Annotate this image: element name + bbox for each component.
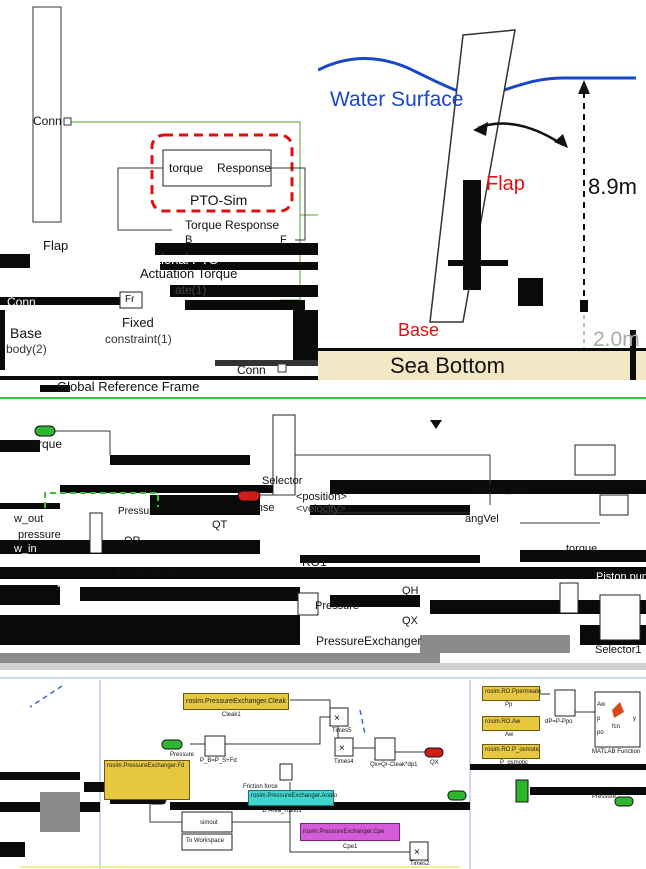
cpe-param-block: rosim.PressureExchanger.Cpe	[300, 823, 400, 841]
simout-label: simout	[200, 820, 218, 826]
oswec-drawing	[318, 29, 646, 380]
pressure-block-label: Pressure	[315, 600, 360, 612]
angvel-label: angVel	[465, 513, 499, 525]
fcn-input-po: po	[597, 730, 604, 736]
pressure-mid-label: Pressure	[118, 506, 159, 517]
times2-label: Times2	[410, 861, 430, 867]
base-block-label: Base	[10, 325, 42, 341]
check-valve-label: Valve	[55, 578, 82, 590]
water-surface-label: Water Surface	[330, 88, 464, 111]
ro1-label: RO1	[302, 555, 327, 569]
hydraulic-pto-panel: torque Selector <position> <velocity> Re…	[0, 395, 646, 670]
to-workspace-label: To Workspace	[186, 838, 224, 844]
posmotic-label: P_osmotic	[500, 760, 529, 766]
conn-label-top: Conn	[33, 114, 62, 128]
fd-param-block: rosim.PressureExchanger.Fd	[104, 760, 190, 800]
volflow-abs-label: volFlow_Abs	[468, 483, 531, 495]
sum-expr-label: P_B=P_S+Fd	[200, 758, 237, 764]
selector-top-label: Selector	[262, 475, 303, 487]
aw-param-block: rosim.RO.Aw	[482, 716, 540, 731]
pto-input-label: torque	[169, 161, 204, 175]
torque-response-label: Torque Response	[185, 218, 280, 232]
constraint-label: constraint(1)	[105, 332, 172, 346]
svg-text:×: ×	[414, 847, 420, 858]
pto-sim-label: PTO-Sim	[190, 192, 248, 208]
aw-label: Aw	[505, 732, 514, 738]
ppermeate-param-block: rosim.RO.Ppermeate	[482, 686, 541, 701]
actuation-torque-label: Actuation Torque	[140, 266, 238, 281]
times5-label: Times5	[332, 728, 352, 734]
hydraulic-wiring	[0, 397, 646, 670]
fixed-label: Fixed	[122, 315, 154, 330]
aratio-param-block: rosim.PressureExchanger.Aratio	[248, 790, 337, 806]
qx-outport-label: QX	[430, 760, 439, 766]
pressure-inport-label: Pressure	[170, 752, 195, 758]
area-ratio-label: 1/ Area_Ratio1	[262, 808, 302, 814]
friction-label: Friction force	[243, 784, 278, 790]
height-lower-label: 2.0m	[593, 328, 640, 351]
torque-right-label: torque	[566, 543, 598, 555]
height-upper-label: 8.9m	[588, 174, 637, 199]
selector1-label: Selector1	[595, 644, 642, 656]
qt-label: QT	[212, 519, 228, 531]
velocity-label: <velocity>	[296, 503, 346, 515]
pressure-left-label: pressure	[18, 529, 61, 541]
times4-label: Times4	[334, 759, 354, 765]
svg-text:×: ×	[334, 713, 340, 724]
fcn-output-y: y	[633, 716, 636, 722]
pressure-exchanger-label: PressureExchanger	[316, 634, 422, 648]
dp-expr-label: dP=P-Ppo	[545, 719, 573, 725]
qx-expr-label: Qx=Qr-Cleak*dp1	[370, 762, 418, 768]
port-f-label: F	[280, 234, 287, 246]
svg-text:×: ×	[339, 743, 345, 754]
simulink-wecsim-panel: Conn torque Response PTO-Sim Torque Resp…	[0, 0, 318, 392]
fcn-input-p: p	[597, 716, 601, 722]
oswec-schematic-panel: Water Surface Flap 8.9m Base 2.0m Sea Bo…	[318, 0, 646, 392]
flow-in-label: w_in	[14, 543, 37, 555]
qh-label: QH	[402, 585, 419, 597]
flap-label: Flap	[486, 173, 525, 195]
fcn-label: fcn	[612, 724, 621, 730]
body2-label: body(2)	[6, 342, 47, 356]
position-label: <position>	[296, 491, 347, 503]
port-b-label: B	[185, 234, 193, 246]
sea-bottom-label: Sea Bottom	[390, 353, 505, 378]
torque-inport-label: torque	[28, 437, 63, 451]
conn-label-mid: Conn	[7, 295, 36, 309]
rotational-pto-index: ate(1)	[175, 283, 207, 297]
flap-block-label: Flap	[43, 238, 69, 253]
base-label: Base	[398, 320, 440, 340]
piston-pump-label: Piston pump	[596, 571, 646, 583]
qr-label: QR	[124, 535, 141, 547]
fcn-input-aw: Aw	[597, 702, 606, 708]
posmotic-param-block: rosim.RO.P_osmotic	[482, 744, 540, 759]
cpe1-label: Cpe1	[343, 844, 358, 850]
response-label: Response	[225, 502, 275, 514]
cleak-param-block: rosim.PressureExchanger.Cleak	[183, 693, 289, 710]
accumulator-label: Accumulator	[115, 565, 182, 579]
pto-output-label: Response	[217, 161, 272, 175]
fixed-port-label: Fr	[125, 294, 135, 305]
pp-label: Pp	[505, 702, 513, 708]
qx-label: QX	[402, 615, 418, 627]
pressure-exchanger-subsystem-panel: × × × rosim.PressureExchanger.Cl	[0, 672, 646, 869]
rotational-pto-label: Rotational PTO	[130, 252, 219, 267]
wecsim-wiring	[0, 6, 318, 392]
matlab-function-label: MATLAB Function	[592, 749, 641, 755]
pressure-right-label: Pressure	[592, 794, 617, 800]
conn-label-bottom: Conn	[237, 363, 266, 377]
global-reference-frame-label: Global Reference Frame	[57, 379, 200, 392]
flow-out-label: w_out	[14, 513, 44, 525]
cleak1-label: Cleak1	[222, 712, 241, 718]
